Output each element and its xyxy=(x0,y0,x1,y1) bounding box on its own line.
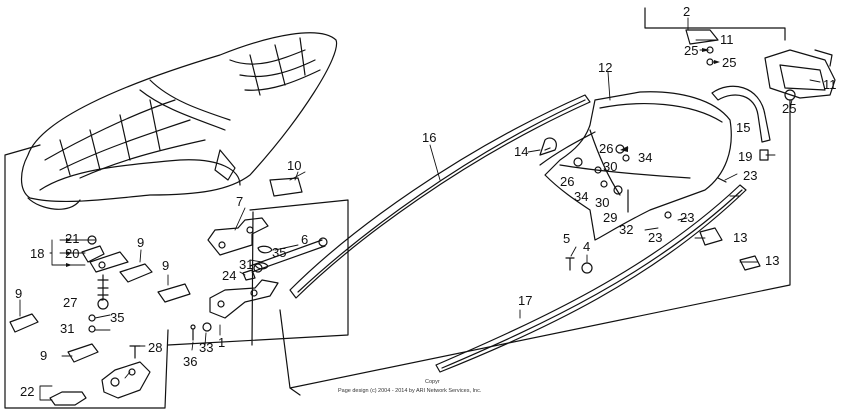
frame-right xyxy=(279,7,791,396)
callout-26: 26 xyxy=(599,141,613,156)
callout-25: 25 xyxy=(722,55,736,70)
leader-arrows xyxy=(66,48,720,267)
callout-20: 20 xyxy=(65,246,79,261)
callout-35: 35 xyxy=(272,245,286,260)
callout-30: 30 xyxy=(603,159,617,174)
callout-9: 9 xyxy=(15,286,22,301)
callout-6: 6 xyxy=(301,232,308,247)
callout-32: 32 xyxy=(619,222,633,237)
callout-34: 34 xyxy=(574,189,588,204)
callout-9: 9 xyxy=(162,258,169,273)
callout-12: 12 xyxy=(598,60,612,75)
callout-36: 36 xyxy=(183,354,197,369)
callout-25: 25 xyxy=(782,101,796,116)
rear-cowl xyxy=(539,91,732,241)
callout-4: 4 xyxy=(583,239,590,254)
seat-hardware xyxy=(190,177,328,341)
callout-16: 16 xyxy=(422,130,436,145)
side-rails xyxy=(289,94,747,373)
callout-29: 29 xyxy=(603,210,617,225)
callout-21: 21 xyxy=(65,231,79,246)
rubber-pads xyxy=(9,263,191,363)
callout-11: 11 xyxy=(823,77,837,92)
leader-lines xyxy=(19,17,821,401)
callout-18: 18 xyxy=(30,246,44,261)
callout-13: 13 xyxy=(733,230,747,245)
callout-17: 17 xyxy=(518,293,532,308)
callout-31: 31 xyxy=(239,257,253,272)
callout-15: 15 xyxy=(736,120,750,135)
callout-9: 9 xyxy=(137,235,144,250)
lock-assembly xyxy=(49,235,151,406)
callout-26: 26 xyxy=(560,174,574,189)
callout-10: 10 xyxy=(287,158,301,173)
callout-23: 23 xyxy=(680,210,694,225)
copyright-line1: Copyr xyxy=(425,379,440,385)
callout-25: 25 xyxy=(684,43,698,58)
callout-11: 11 xyxy=(720,32,734,47)
frame-outline xyxy=(4,144,349,409)
callout-2: 2 xyxy=(683,4,690,19)
callout-34: 34 xyxy=(638,150,652,165)
callout-35: 35 xyxy=(110,310,124,325)
callout-31: 31 xyxy=(60,321,74,336)
callout-1: 1 xyxy=(218,335,225,350)
callout-13: 13 xyxy=(765,253,779,268)
fasteners xyxy=(544,46,769,274)
callout-33: 33 xyxy=(199,340,213,355)
callout-30: 30 xyxy=(595,195,609,210)
callout-9: 9 xyxy=(40,348,47,363)
callout-labels: 2 11 25 25 11 25 12 15 16 14 26 34 30 19… xyxy=(15,4,837,399)
callout-23: 23 xyxy=(743,168,757,183)
callout-5: 5 xyxy=(563,231,570,246)
callout-27: 27 xyxy=(63,295,77,310)
callout-14: 14 xyxy=(514,144,528,159)
callout-19: 19 xyxy=(738,149,752,164)
callout-28: 28 xyxy=(148,340,162,355)
callout-24: 24 xyxy=(222,268,236,283)
grab-bar xyxy=(711,85,771,143)
taillight-bracket xyxy=(685,29,836,101)
callout-23: 23 xyxy=(648,230,662,245)
callout-7: 7 xyxy=(236,194,243,209)
callout-22: 22 xyxy=(20,384,34,399)
seat xyxy=(20,32,338,210)
copyright-line2: Page design (c) 2004 - 2014 by ARI Netwo… xyxy=(338,388,482,394)
